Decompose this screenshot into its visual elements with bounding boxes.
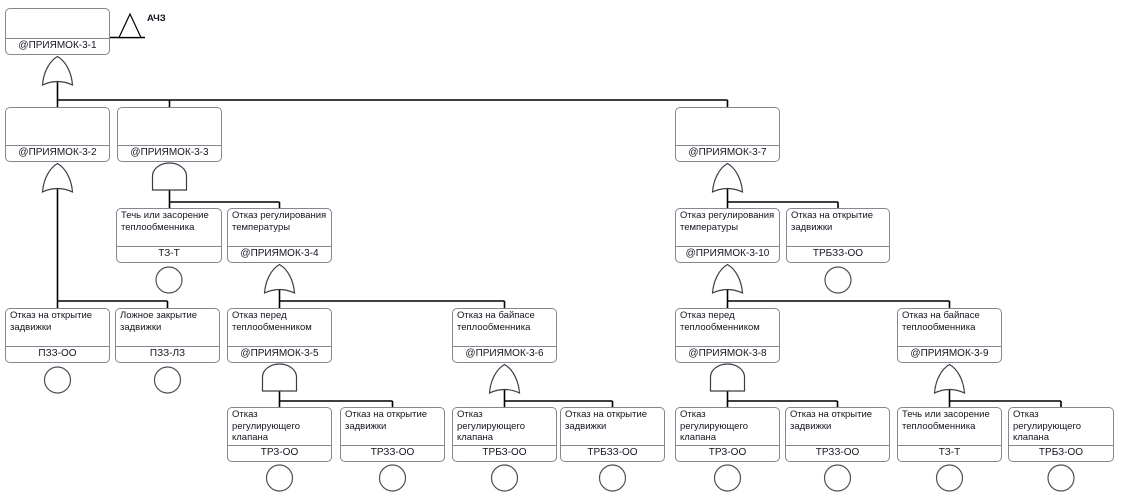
fault-tree-node-trzz-oo-left[interactable]: Отказ на открытие задвижки ТРЗЗ-ОО	[340, 407, 445, 462]
basic-event-circles	[43, 266, 1075, 492]
node-description	[118, 108, 221, 145]
node-label: ПЗЗ-ЛЗ	[116, 346, 219, 362]
node-description	[676, 108, 779, 145]
node-label: ТРЗ-ОО	[676, 445, 779, 461]
basic-event-circle[interactable]	[598, 464, 627, 492]
basic-event-circle[interactable]	[935, 464, 964, 492]
node-label: ТРБЗ-ОО	[453, 445, 556, 461]
fault-tree-node-tz-t[interactable]: Течь или засорение теплообменника ТЗ-Т	[116, 208, 222, 263]
basic-event-circle[interactable]	[378, 464, 407, 492]
and-gate-icon[interactable]	[151, 162, 188, 191]
fault-tree-node-trbzz-oo[interactable]: Отказ на открытие задвижки ТРБЗЗ-ОО	[786, 208, 890, 263]
fault-tree-node-priyamok-3-5[interactable]: Отказ перед теплообменником @ПРИЯМОК-3-5	[227, 308, 332, 363]
transfer-label: АЧЗ	[147, 13, 166, 24]
node-description: Отказ регулирования температуры	[680, 210, 775, 233]
basic-event-circle[interactable]	[153, 366, 182, 394]
node-label: @ПРИЯМОК-3-7	[676, 145, 779, 161]
node-label: ПЗЗ-ОО	[6, 346, 109, 362]
and-gate-icon[interactable]	[261, 363, 298, 392]
fault-tree-node-priyamok-3-2[interactable]: @ПРИЯМОК-3-2	[5, 107, 110, 162]
fault-tree-node-tz-t-right[interactable]: Течь или засорение теплообменника ТЗ-Т	[897, 407, 1002, 462]
fault-tree-node-trz-oo-right[interactable]: Отказ регулирующего клапана ТРЗ-ОО	[675, 407, 780, 462]
or-gate-icon[interactable]	[488, 363, 521, 394]
fault-tree-node-priyamok-3-7[interactable]: @ПРИЯМОК-3-7	[675, 107, 780, 162]
basic-event-circle[interactable]	[265, 464, 294, 492]
node-label: @ПРИЯМОК-3-2	[6, 145, 109, 161]
fault-tree-node-trbzz-oo-left[interactable]: Отказ на открытие задвижки ТРБЗЗ-ОО	[560, 407, 665, 462]
basic-event-circle[interactable]	[43, 366, 72, 394]
node-label: ТРБЗЗ-ОО	[787, 246, 889, 262]
node-label: ТРЗЗ-ОО	[341, 445, 444, 461]
node-description: Отказ регулирующего клапана	[680, 409, 749, 443]
fault-tree-node-priyamok-3-1[interactable]: @ПРИЯМОК-3-1	[5, 8, 110, 55]
fault-tree-node-trz-oo-left[interactable]: Отказ регулирующего клапана ТРЗ-ОО	[227, 407, 332, 462]
connector-lines	[56, 36, 1062, 407]
node-label: ТРЗЗ-ОО	[786, 445, 889, 461]
fault-tree-node-pzz-lz[interactable]: Ложное закрытие задвижки ПЗЗ-ЛЗ	[115, 308, 220, 363]
fault-tree-node-trzz-oo-right[interactable]: Отказ на открытие задвижки ТРЗЗ-ОО	[785, 407, 890, 462]
or-gate-icon[interactable]	[933, 363, 966, 394]
node-description	[6, 108, 109, 145]
node-label: @ПРИЯМОК-3-4	[228, 246, 331, 262]
node-label: @ПРИЯМОК-3-9	[898, 346, 1001, 362]
or-gate-icon[interactable]	[711, 263, 744, 294]
transfer-triangle-icon[interactable]	[118, 12, 142, 39]
node-description: Отказ перед теплообменником	[680, 310, 760, 333]
basic-event-circle[interactable]	[713, 464, 742, 492]
node-description: Отказ на байпасе теплообменника	[457, 310, 535, 333]
node-label: @ПРИЯМОК-3-6	[453, 346, 556, 362]
node-description: Течь или засорение теплообменника	[902, 409, 990, 432]
basic-event-circle[interactable]	[824, 266, 852, 294]
and-gate-icon[interactable]	[709, 363, 746, 392]
fault-tree-node-trbz-oo-right[interactable]: Отказ регулирующего клапана ТРБЗ-ОО	[1008, 407, 1114, 462]
node-label: ТРЗ-ОО	[228, 445, 331, 461]
node-description: Ложное закрытие задвижки	[120, 310, 198, 333]
node-description: Отказ на байпасе теплообменника	[902, 310, 980, 333]
node-description: Отказ регулирующего клапана	[232, 409, 301, 443]
node-description: Течь или засорение теплообменника	[121, 210, 209, 233]
fault-tree-node-priyamok-3-10[interactable]: Отказ регулирования температуры @ПРИЯМОК…	[675, 208, 780, 263]
node-description: Отказ регулирования температуры	[232, 210, 327, 233]
basic-event-circle[interactable]	[490, 464, 519, 492]
node-description: Отказ регулирующего клапана	[1013, 409, 1082, 443]
node-label: @ПРИЯМОК-3-5	[228, 346, 331, 362]
node-description: Отказ на открытие задвижки	[791, 210, 874, 233]
or-gate-icon[interactable]	[711, 162, 744, 193]
or-gates	[41, 55, 966, 394]
node-label: ТЗ-Т	[117, 246, 221, 262]
node-description	[6, 9, 109, 38]
and-gates	[151, 162, 746, 392]
node-label: ТРБЗЗ-ОО	[561, 445, 664, 461]
fault-tree-node-trbz-oo-left[interactable]: Отказ регулирующего клапана ТРБЗ-ОО	[452, 407, 557, 462]
fault-tree-node-priyamok-3-9[interactable]: Отказ на байпасе теплообменника @ПРИЯМОК…	[897, 308, 1002, 363]
fault-tree-node-priyamok-3-8[interactable]: Отказ перед теплообменником @ПРИЯМОК-3-8	[675, 308, 780, 363]
fault-tree-node-pzz-oo[interactable]: Отказ на открытие задвижки ПЗЗ-ОО	[5, 308, 110, 363]
or-gate-icon[interactable]	[263, 263, 296, 294]
node-label: @ПРИЯМОК-3-1	[6, 38, 109, 54]
node-description: Отказ на открытие задвижки	[790, 409, 873, 432]
fault-tree-node-priyamok-3-3[interactable]: @ПРИЯМОК-3-3	[117, 107, 222, 162]
node-description: Отказ перед теплообменником	[232, 310, 312, 333]
or-gate-icon[interactable]	[41, 162, 74, 193]
fault-tree-node-priyamok-3-4[interactable]: Отказ регулирования температуры @ПРИЯМОК…	[227, 208, 332, 263]
basic-event-circle[interactable]	[823, 464, 852, 492]
node-description: Отказ на открытие задвижки	[10, 310, 93, 333]
basic-event-circle[interactable]	[1047, 464, 1075, 492]
node-label: @ПРИЯМОК-3-10	[676, 246, 779, 262]
node-label: ТРБЗ-ОО	[1009, 445, 1113, 461]
fault-tree-node-priyamok-3-6[interactable]: Отказ на байпасе теплообменника @ПРИЯМОК…	[452, 308, 557, 363]
node-label: ТЗ-Т	[898, 445, 1001, 461]
or-gate-icon[interactable]	[41, 55, 74, 86]
node-description: Отказ на открытие задвижки	[345, 409, 428, 432]
node-label: @ПРИЯМОК-3-8	[676, 346, 779, 362]
node-description: Отказ регулирующего клапана	[457, 409, 526, 443]
node-description: Отказ на открытие задвижки	[565, 409, 648, 432]
node-label: @ПРИЯМОК-3-3	[118, 145, 221, 161]
basic-event-circle[interactable]	[155, 266, 183, 294]
